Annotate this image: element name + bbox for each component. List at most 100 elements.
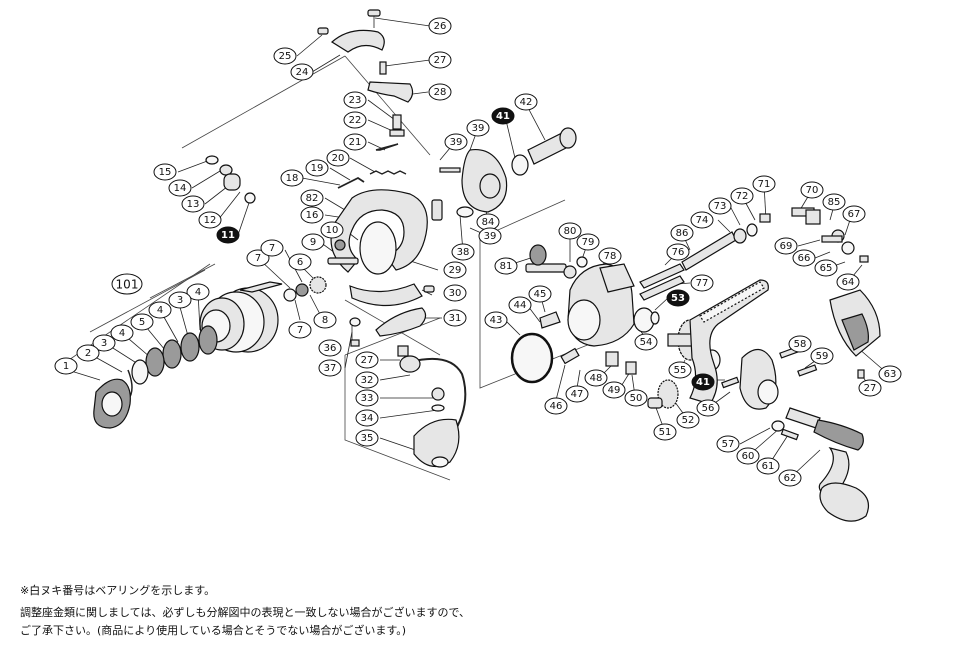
- callout-labels: 2625242728232221201918821610915141312117…: [54, 17, 902, 487]
- callout-badge: [320, 221, 344, 239]
- callout-badge: [168, 291, 192, 309]
- callout-number: 13: [187, 199, 200, 210]
- callout-27: 27: [355, 351, 379, 369]
- callout-number: 2: [85, 348, 91, 359]
- callout-54: 54: [634, 333, 658, 351]
- callout-number: 57: [722, 439, 735, 450]
- callout-85: 85: [822, 193, 846, 211]
- callout-number: 39: [484, 231, 497, 242]
- callout-number: 64: [842, 277, 855, 288]
- callout-badge: [301, 233, 325, 251]
- callout-number: 71: [758, 179, 771, 190]
- callout-badge: [690, 211, 714, 229]
- callout-number: 82: [306, 193, 319, 204]
- callout-badge: [443, 261, 467, 279]
- callout-21: 21: [343, 133, 367, 151]
- callout-badge: [76, 344, 100, 362]
- callout-badge: [273, 47, 297, 65]
- callout-badge: [716, 435, 740, 453]
- callout-number: 7: [269, 243, 275, 254]
- callout-number: 67: [848, 209, 861, 220]
- callout-number: 45: [534, 289, 547, 300]
- callout-badge: [428, 17, 452, 35]
- callout-number: 81: [500, 261, 513, 272]
- callout-badge: [696, 399, 720, 417]
- callout-badge: [676, 411, 700, 429]
- callout-number: 44: [514, 300, 527, 311]
- callout-9: 9: [301, 233, 325, 251]
- callout-number: 63: [884, 369, 897, 380]
- callout-number: 51: [659, 427, 672, 438]
- part-lever-44-47: [539, 311, 580, 365]
- callout-43: 43: [484, 311, 508, 329]
- callout-number: 65: [820, 263, 833, 274]
- callout-number: 20: [332, 153, 345, 164]
- callout-badge: [736, 447, 760, 465]
- callout-badge: [565, 385, 589, 403]
- callout-badge: [343, 91, 367, 109]
- callout-78: 78: [598, 247, 622, 265]
- part-screws-57-60: [721, 346, 865, 441]
- part-rotor-arm: [331, 29, 385, 53]
- callout-22: 22: [343, 111, 367, 129]
- part-body-frame: [689, 279, 779, 410]
- callout-82: 82: [300, 189, 324, 207]
- callout-badge: [528, 285, 552, 303]
- callout-42: 42: [514, 93, 538, 111]
- callout-72: 72: [730, 187, 754, 205]
- callout-39: 39: [466, 119, 490, 137]
- callout-number: 42: [520, 97, 533, 108]
- note-washer-line-1: 調整座金類に関しましては、必ずしも分解図中の表現と一致しない場合がございますので…: [20, 606, 471, 619]
- note-washer-line-2: ご了承下さい。(商品により使用している場合とそうでない場合がございます。): [20, 624, 407, 637]
- part-body-78: [567, 263, 635, 347]
- callout-84: 84: [476, 213, 500, 231]
- callout-badge: [576, 233, 600, 251]
- callout-badge: [484, 311, 508, 329]
- callout-number: 66: [798, 253, 811, 264]
- callout-60: 60: [736, 447, 760, 465]
- callout-number: 35: [361, 433, 374, 444]
- callout-badge: [318, 359, 342, 377]
- callout-7: 7: [288, 321, 312, 339]
- callout-number: 24: [296, 67, 309, 78]
- callout-61: 61: [756, 457, 780, 475]
- callout-67: 67: [842, 205, 866, 223]
- callout-number: 34: [361, 413, 374, 424]
- callout-53: 53: [666, 289, 690, 307]
- callout-number: 4: [195, 287, 201, 298]
- callout-badge: [634, 333, 658, 351]
- callout-number: 41: [696, 377, 710, 388]
- callout-number: 26: [434, 21, 447, 32]
- callout-number: 1: [63, 361, 69, 372]
- callout-64: 64: [836, 273, 860, 291]
- callout-36: 36: [318, 339, 342, 357]
- part-cover-63: [829, 289, 881, 357]
- callout-badge: [216, 226, 240, 244]
- callout-27: 27: [428, 51, 452, 69]
- callout-number: 78: [604, 251, 617, 262]
- callout-number: 70: [806, 185, 819, 196]
- callout-badge: [691, 373, 715, 391]
- callout-badge: [788, 335, 812, 353]
- callout-6: 6: [288, 253, 312, 271]
- callout-number: 41: [496, 111, 510, 122]
- callout-number: 84: [482, 217, 495, 228]
- callout-69: 69: [774, 237, 798, 255]
- callout-badge: [558, 222, 582, 240]
- callout-badge: [355, 429, 379, 447]
- callout-27: 27: [858, 379, 882, 397]
- callout-badge: [730, 187, 754, 205]
- callout-34: 34: [355, 409, 379, 427]
- callout-46: 46: [544, 397, 568, 415]
- callout-badge: [602, 381, 626, 399]
- callout-number: 55: [674, 365, 687, 376]
- part-spring-parts-19-23: [337, 114, 407, 189]
- callout-number: 32: [361, 375, 374, 386]
- callout-32: 32: [355, 371, 379, 389]
- notes-block: ※白ヌキ番号はベアリングを示します。 調整座金類に関しましては、必ずしも分解図中…: [20, 582, 920, 640]
- callout-badge: [544, 397, 568, 415]
- callout-badge: [584, 369, 608, 387]
- callout-number: 25: [279, 51, 292, 62]
- callout-76: 76: [666, 243, 690, 261]
- callout-63: 63: [878, 365, 902, 383]
